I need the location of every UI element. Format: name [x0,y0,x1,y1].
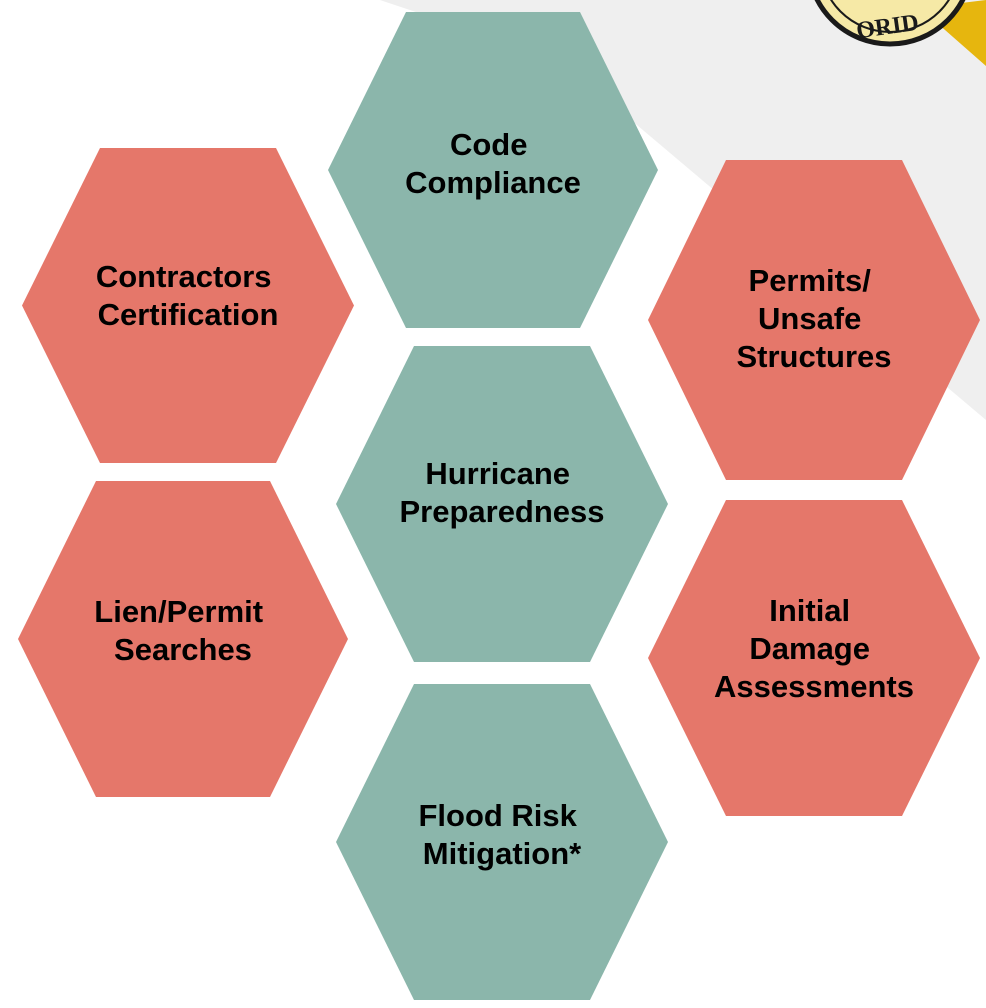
hex-label-line: Code [450,127,528,162]
hex-label-line: Contractors [96,259,272,294]
hexagon-shape [336,684,668,1000]
hex-contractors-certification: Contractors Certification [22,148,354,463]
hex-label-line: Certification [98,297,279,332]
backdrop-panel [380,0,986,420]
hex-label: Permits/ Unsafe Structures [736,263,891,374]
hex-label-line: Structures [736,339,891,374]
hex-label: Lien/Permit Searches [94,594,271,667]
hex-hurricane-preparedness: Hurricane Preparedness [336,346,668,662]
hex-label: Contractors Certification [96,259,280,332]
hex-label-line: Flood Risk [418,798,577,833]
hex-label: Initial Damage Assessments [714,593,914,704]
hex-flood-risk-mitigation: Flood Risk Mitigation* [336,684,668,1000]
hex-label-line: Lien/Permit [94,594,263,629]
hex-label-line: Compliance [405,165,581,200]
hex-label: Flood Risk Mitigation* [418,798,585,871]
hexagon-shape [336,346,668,662]
hexagon-shape [18,481,348,797]
hex-initial-damage-assessments: Initial Damage Assessments [648,500,980,816]
hexagon-shape [328,12,658,328]
hex-label-line: Unsafe [758,301,861,336]
hexagon-shape [648,500,980,816]
hexagon-shape [22,148,354,463]
hex-code-compliance: Code Compliance [328,12,658,328]
hex-label: Code Compliance [405,127,581,200]
hex-label-line: Hurricane [425,456,570,491]
hex-lien-permit-searches: Lien/Permit Searches [18,481,348,797]
hex-label-line: Mitigation* [423,836,582,871]
hex-label-line: Permits/ [749,263,872,298]
hex-label-line: Searches [114,632,252,667]
hex-label: Hurricane Preparedness [399,456,604,529]
hex-label-line: Preparedness [399,494,604,529]
hex-label-line: Initial [769,593,850,628]
hex-label-line: Damage [749,631,870,666]
hex-permits-unsafe-structures: Permits/ Unsafe Structures [648,160,980,480]
hexagon-shape [648,160,980,480]
county-seal-icon: ORID [814,0,966,47]
hex-label-line: Assessments [714,669,914,704]
